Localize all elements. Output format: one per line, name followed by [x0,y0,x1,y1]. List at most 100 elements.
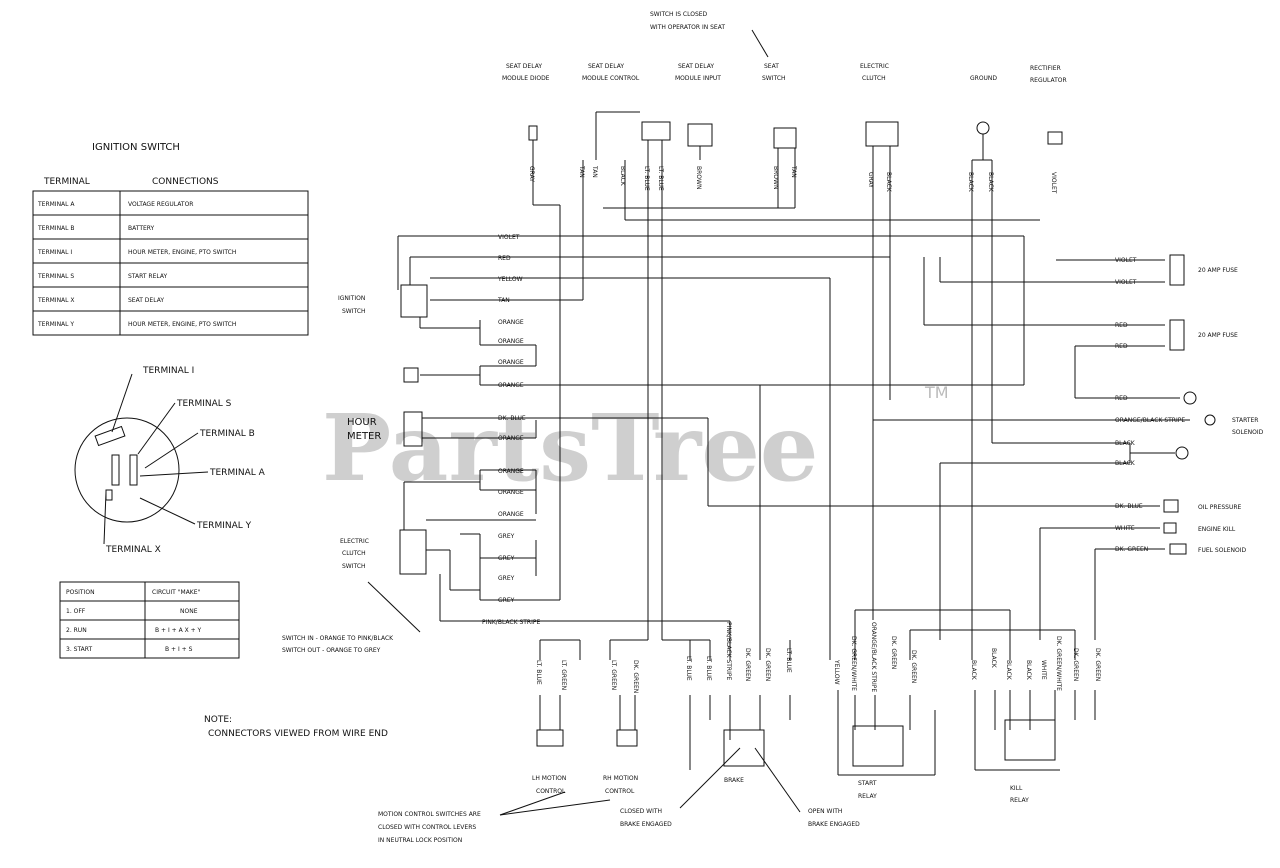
ignition-row-connection: HOUR METER, ENGINE, PTO SWITCH [128,321,236,328]
top-wire-label: BROWN [695,166,702,189]
seat-delay-control-label: SEAT DELAY [588,63,624,70]
circuit-header: CIRCUIT "MAKE" [152,589,201,596]
open-note: BRAKE ENGAGED [808,821,860,828]
note-title: NOTE: [204,715,232,725]
starter-solenoid-label: SOLENOID [1232,429,1264,436]
right-wire-label: VIOLET [1115,279,1137,286]
start-relay-label: RELAY [858,793,877,800]
rh-motion-connector-icon [616,729,638,747]
bus-wires: VIOLET RED YELLOW TAN ORANGE ORANGE ORAN… [397,234,1024,626]
top-wire-label: BLACK [967,172,974,193]
top-wire-label: TAN [578,165,585,178]
fuse-1-icon [1169,254,1185,286]
seat-switch-label: SWITCH [762,75,786,82]
battery-ring-icon [1183,391,1197,405]
top-wire-label: TAN [790,165,797,178]
bus-wire-label: ORANGE [498,435,524,442]
bottom-wire-label: DK. GREEN/WHITE [1055,636,1062,691]
top-wire-label: BLACK [619,166,626,187]
ignition-row-terminal: TERMINAL I [37,249,72,256]
ignition-switch-label: IGNITION [338,295,365,302]
oil-pressure-label: OIL PRESSURE [1198,504,1241,511]
switch-note: SWITCH IN - ORANGE TO PINK/BLACK [282,635,394,642]
right-wire-label: ORANGE/BLACK STRIPE [1115,417,1185,424]
terminal-s-label: TERMINAL S [176,399,232,409]
ignition-table-title: IGNITION SWITCH [92,142,180,153]
clutch-switch-connector-icon [399,529,427,575]
fuse-2-icon [1169,319,1185,351]
fuse-1-label: 20 AMP FUSE [1198,267,1238,274]
top-wire-label: BROWN [772,166,779,189]
left-components: IGNITION SWITCH HOUR METER ELECTRIC CLUT… [282,284,428,654]
bus-wire-label: PINK/BLACK STRIPE [482,619,540,626]
bus-wire-label: YELLOW [497,276,523,283]
kill-relay-label: RELAY [1010,797,1029,804]
position-row-label: 3. START [66,646,92,653]
bottom-wire-label: DK. GREEN/WHITE [850,636,857,691]
bus-wire-label: GREY [498,575,515,582]
bottom-wire-label: LT. GREEN [610,660,617,690]
bottom-wire-label: DK. GREEN [1072,648,1079,681]
bottom-wire-label: DK. GREEN [1094,648,1101,681]
ignition-switch-table: IGNITION SWITCH TERMINAL CONNECTIONS TER… [32,142,309,336]
top-wire-label: GRAY [528,166,535,182]
ignition-row-connection: SEAT DELAY [128,297,164,304]
bottom-wire-label: LT. BLUE [535,660,542,685]
top-wire-label: BLACK [987,172,994,193]
bus-wire-label: ORANGE [498,489,524,496]
top-components: SEAT DELAY MODULE DIODE SEAT DELAY MODUL… [502,11,1067,149]
top-wire-label: LT. BLUE [643,166,650,191]
bus-wire-label: ORANGE [498,382,524,389]
starter-solenoid-label: STARTER [1232,417,1258,424]
bottom-wire-label: LT. BLUE [685,656,692,681]
bus-wire-label: DK. BLUE [498,415,526,422]
seat-delay-input-label: SEAT DELAY [678,63,714,70]
open-note: OPEN WITH [808,808,842,815]
oil-pressure-icon [1163,499,1179,513]
electric-clutch-switch-label: CLUTCH [342,550,366,557]
brake-switch-icon [723,729,765,767]
input-connector-icon [687,123,713,147]
seat-switch-note: WITH OPERATOR IN SEAT [650,24,725,31]
electric-clutch-switch-label: ELECTRIC [340,538,369,545]
rectifier-connector-icon [1047,131,1063,145]
ignition-row-terminal: TERMINAL X [37,297,75,304]
rectifier-label: REGULATOR [1030,77,1067,84]
right-wire-label: VIOLET [1115,257,1137,264]
ignition-row-connection: BATTERY [128,225,155,232]
watermark-text: PartsTree [322,394,818,502]
terminal-b-label: TERMINAL B [199,429,255,439]
ignition-key-face: TERMINAL I TERMINAL S TERMINAL B TERMINA… [74,366,266,555]
bottom-wire-label: DK. GREEN [632,660,639,693]
position-row-label: 1. OFF [66,608,86,615]
terminal-a-label: TERMINAL A [209,468,266,478]
right-wire-label: WHITE [1115,525,1135,532]
seat-switch-note: SWITCH IS CLOSED [650,11,708,18]
control-connector-icon [641,121,671,141]
diode-connector-icon [528,125,538,141]
right-wire-label: DK. BLUE [1115,503,1143,510]
top-wire-label: VIOLET [1050,172,1057,194]
engine-kill-icon [1163,522,1177,534]
bottom-wire-label: WHITE [1040,660,1047,680]
closed-note: CLOSED WITH [620,808,662,815]
top-wire-label: LT. BLUE [657,166,664,191]
bus-wire-label: RED [498,255,511,262]
ignition-row-terminal: TERMINAL B [37,225,75,232]
bus-wire-label: ORANGE [498,319,524,326]
bottom-wire-label: LT. BLUE [785,648,792,673]
motion-note: MOTION CONTROL SWITCHES ARE [378,811,481,818]
ignition-switch-label: SWITCH [342,308,366,315]
ignition-connector-icon [400,284,428,318]
lh-motion-label: CONTROL [536,788,566,795]
bottom-wire-label: DK. GREEN [764,648,771,681]
top-wire-label: BLACK [885,172,892,193]
kill-relay-icon [1004,719,1056,761]
ignition-row-terminal: TERMINAL A [37,201,75,208]
position-row-circuit: NONE [180,608,198,615]
hour-meter-connector-icon [403,411,423,447]
bus-wire-label: GREY [498,533,515,540]
bottom-wire-label: DK. GREEN [744,648,751,681]
seat-switch-connector-icon [773,127,797,149]
fuel-solenoid-icon [1169,543,1187,555]
